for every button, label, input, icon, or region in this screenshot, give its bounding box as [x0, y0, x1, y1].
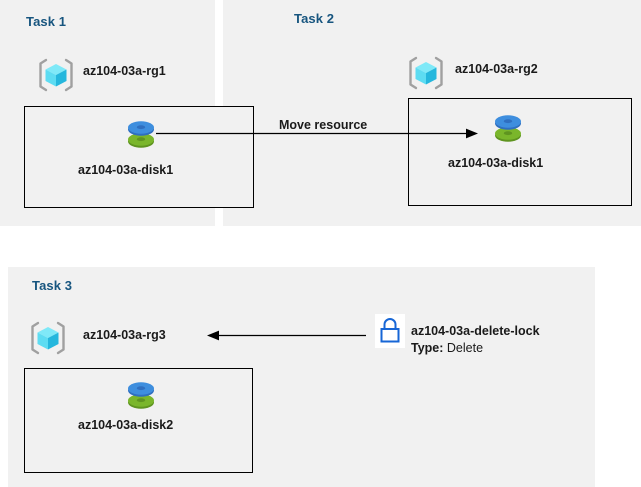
- move-resource-label: Move resource: [279, 118, 368, 132]
- resource-group-label-rg1: az104-03a-rg1: [83, 64, 166, 78]
- lock-icon: [375, 314, 405, 348]
- task-2-label: Task 2: [294, 11, 335, 26]
- lock-type-key: Type:: [411, 341, 444, 355]
- resource-group-label-rg2: az104-03a-rg2: [455, 62, 538, 76]
- resource-group-label-rg3: az104-03a-rg3: [83, 328, 166, 342]
- managed-disk-icon: [122, 116, 160, 152]
- lock-label: az104-03a-delete-lock: [411, 324, 540, 338]
- resource-group-box-rg2: [408, 98, 632, 206]
- managed-disk-icon: [489, 110, 527, 146]
- resource-group-icon: [406, 53, 446, 93]
- lock-type-row: Type: Delete: [411, 341, 483, 355]
- disk-label-task3: az104-03a-disk2: [78, 418, 174, 432]
- managed-disk-icon: [122, 377, 160, 413]
- lock-type-value: Delete: [446, 341, 484, 355]
- task-3-label: Task 3: [32, 278, 73, 293]
- resource-group-icon: [36, 55, 76, 95]
- disk-label-task1: az104-03a-disk1: [78, 163, 174, 177]
- disk-label-task2: az104-03a-disk1: [448, 156, 544, 170]
- resource-group-icon: [28, 318, 68, 358]
- task-1-label: Task 1: [26, 14, 67, 29]
